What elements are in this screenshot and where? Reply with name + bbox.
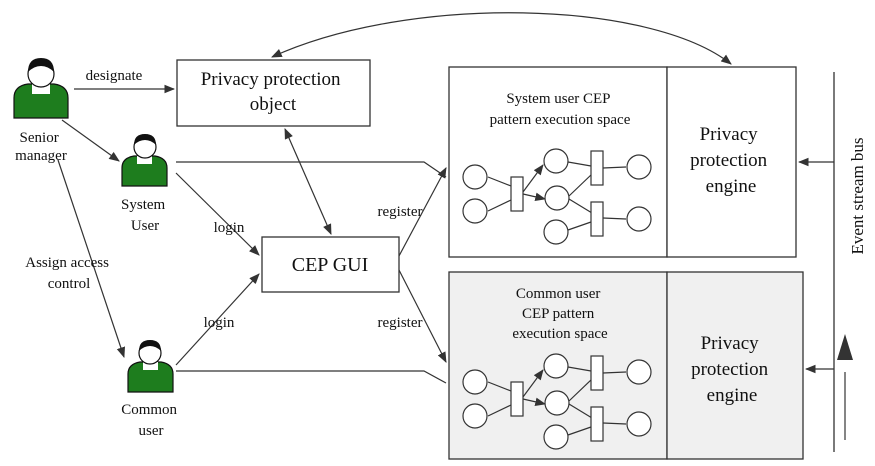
register-system-arrow <box>398 167 447 257</box>
place <box>626 154 652 180</box>
system-user-space-label: System user CEP pattern execution space <box>490 91 631 128</box>
designate-label: designate <box>86 68 143 84</box>
system-petri-places <box>462 148 652 245</box>
transition-bar <box>590 406 604 442</box>
system-login-arrow <box>175 172 260 256</box>
common-petri-net <box>487 366 627 436</box>
object-engine-curve <box>271 12 732 65</box>
place <box>462 369 488 395</box>
system-login-label: login <box>214 220 245 236</box>
place <box>462 198 488 224</box>
system-user-icon <box>121 134 168 187</box>
cep-gui-box <box>261 236 400 293</box>
system-privacy-engine-label: Privacy protection engine <box>690 124 772 197</box>
system-privacy-engine-box <box>666 66 797 258</box>
transition-bar <box>590 355 604 391</box>
cep-gui-label: CEP GUI <box>292 254 368 276</box>
assign-access-label: Assign access control <box>25 255 112 292</box>
transition-bar <box>510 176 524 212</box>
system-petri-net <box>487 161 627 231</box>
common-user-line <box>176 370 447 384</box>
place <box>626 411 652 437</box>
senior-to-system-arrow <box>61 119 120 162</box>
place <box>626 359 652 385</box>
place <box>544 390 570 416</box>
place <box>462 403 488 429</box>
common-privacy-engine-label: Privacy protection engine <box>691 333 773 406</box>
common-user-space-label: Common user CEP pattern execution space <box>512 286 608 342</box>
place <box>543 353 569 379</box>
register-common-arrow <box>398 269 447 363</box>
senior-manager-label: Senior manager <box>15 130 67 164</box>
object-gui-arrow <box>284 128 332 235</box>
common-petri-places <box>462 353 652 450</box>
event-bus-flow-arrowhead <box>837 334 853 360</box>
assign-access-arrow <box>57 159 126 359</box>
place <box>543 219 569 245</box>
common-user-icon <box>127 340 174 393</box>
common-privacy-engine-box <box>666 271 804 460</box>
event-stream-bus-label: Event stream bus <box>848 137 867 254</box>
place <box>543 148 569 174</box>
transition-bar <box>510 381 524 417</box>
common-user-label: Common user <box>121 402 181 439</box>
place <box>544 185 570 211</box>
place <box>462 164 488 190</box>
system-user-label: System User <box>121 197 169 234</box>
transition-bar <box>590 150 604 186</box>
transition-bar <box>590 201 604 237</box>
common-login-arrow <box>175 273 260 366</box>
common-login-label: login <box>204 315 235 331</box>
place <box>543 424 569 450</box>
register-common-label: register <box>378 315 423 331</box>
system-user-line <box>176 161 447 178</box>
register-system-label: register <box>378 204 423 220</box>
privacy-protection-object-label: Privacy protection object <box>201 69 346 115</box>
place <box>626 206 652 232</box>
senior-manager-icon <box>13 58 69 119</box>
